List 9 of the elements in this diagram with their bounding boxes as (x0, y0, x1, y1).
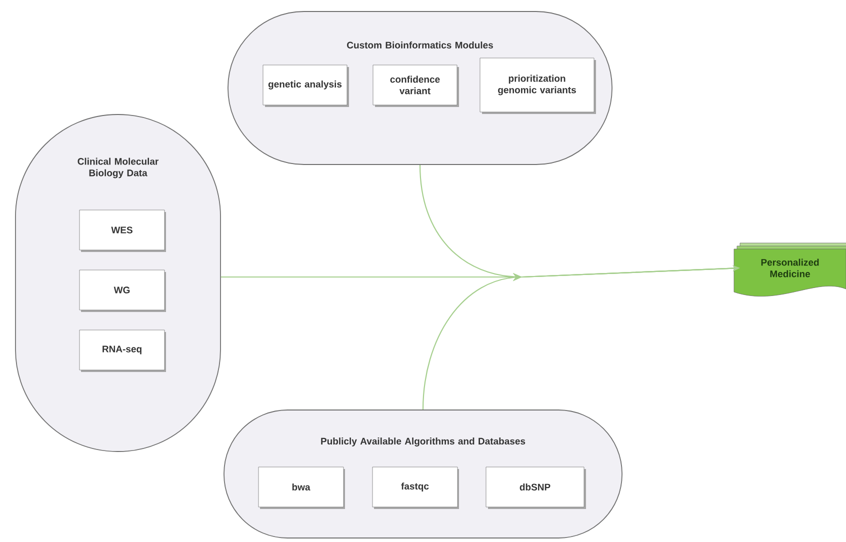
process-box: bwa (258, 466, 345, 509)
process-box: WES (79, 210, 166, 252)
process-box: genetic analysis (262, 64, 349, 107)
process-box: prioritization genomic variants (480, 58, 596, 114)
process-box: confidence variant (372, 64, 459, 107)
process-box: fastqc (372, 466, 459, 509)
process-box: dbSNP (486, 466, 586, 509)
process-box: RNA-seq (79, 330, 166, 372)
process-box: WG (79, 270, 166, 312)
